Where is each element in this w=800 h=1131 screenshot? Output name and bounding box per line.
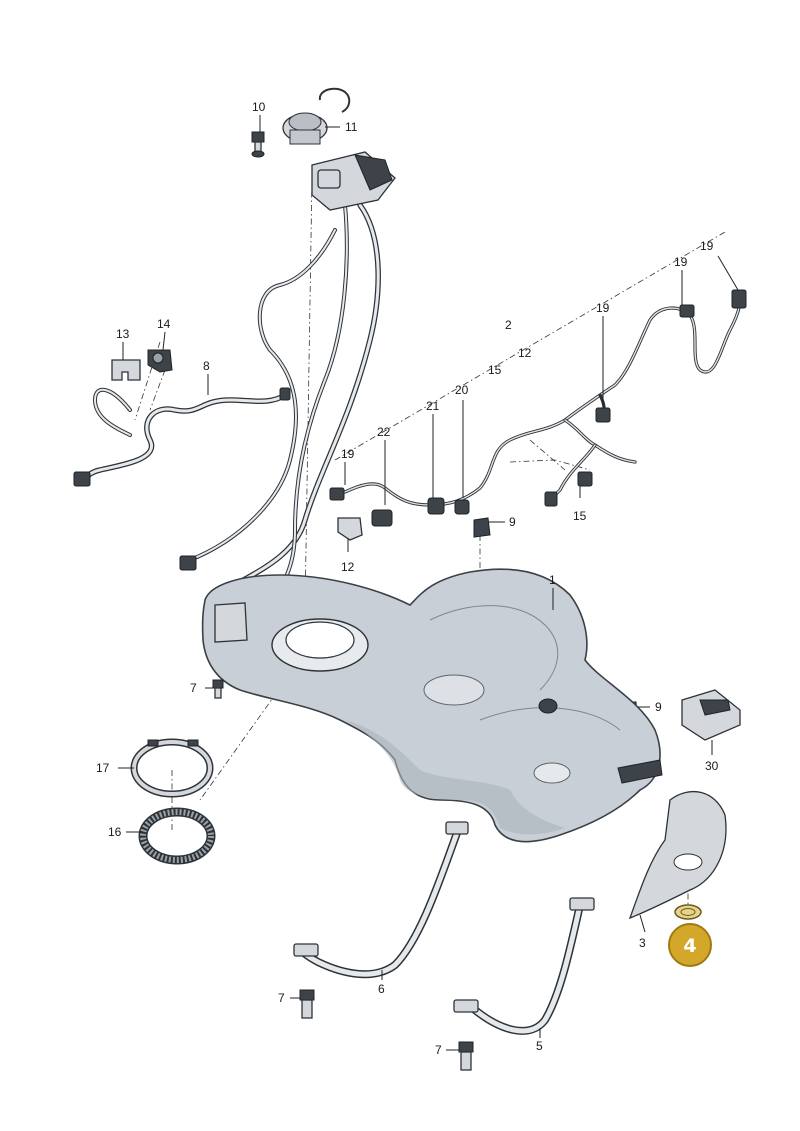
label-17: 17 (96, 761, 110, 775)
buffer-9-top (473, 517, 491, 538)
highlight-badge-label: 4 (683, 935, 696, 957)
label-21: 21 (426, 399, 440, 413)
label-12-upper: 12 (518, 346, 532, 360)
seal-16 (138, 807, 216, 865)
label-19-right: 19 (700, 239, 714, 253)
fuel-tank (201, 568, 663, 843)
label-19-left: 19 (341, 447, 355, 461)
label-13: 13 (116, 327, 130, 341)
leader-lines (118, 115, 739, 1051)
label-11: 11 (345, 120, 358, 134)
highlight-badge-4: 4 (668, 923, 712, 967)
label-7-middle: 7 (278, 991, 285, 1005)
vent-pipe (73, 387, 291, 487)
filler-neck (179, 151, 396, 602)
label-7-upper: 7 (190, 681, 197, 695)
label-2: 2 (505, 318, 512, 332)
label-7-lower: 7 (435, 1043, 442, 1057)
strap-6 (293, 821, 469, 979)
label-5: 5 (536, 1039, 543, 1053)
label-16: 16 (108, 825, 122, 839)
label-1: 1 (549, 573, 556, 587)
grommet-4 (674, 904, 702, 920)
heat-shield-3 (628, 791, 727, 920)
bracket-13 (111, 359, 141, 381)
label-3: 3 (639, 936, 646, 950)
label-8: 8 (203, 359, 210, 373)
label-6: 6 (378, 982, 385, 996)
filler-cap (282, 87, 351, 145)
hose-connector (179, 555, 197, 571)
control-unit-30 (681, 689, 741, 741)
label-9-top: 9 (509, 515, 516, 529)
label-19-mid: 19 (596, 301, 610, 315)
label-30: 30 (705, 759, 719, 773)
label-12-lower: 12 (341, 560, 355, 574)
label-14: 14 (157, 317, 171, 331)
label-19-upper: 19 (674, 255, 688, 269)
bolt-7-upper (212, 679, 224, 699)
label-22: 22 (377, 425, 391, 439)
label-15-lower: 15 (573, 509, 587, 523)
bolt-10 (251, 131, 265, 158)
strap-5 (453, 897, 595, 1035)
label-20: 20 (455, 383, 469, 397)
bolt-7-middle (299, 989, 315, 1019)
part-labels: 10 11 13 14 8 2 12 15 20 21 22 19 19 19 … (96, 100, 719, 1057)
wiring-harness (329, 289, 747, 541)
bolt-7-lower (458, 1041, 474, 1071)
connector (731, 289, 747, 309)
label-15-upper: 15 (488, 363, 502, 377)
clip-14 (147, 349, 173, 373)
label-9-right: 9 (655, 700, 662, 714)
label-10: 10 (252, 100, 266, 114)
